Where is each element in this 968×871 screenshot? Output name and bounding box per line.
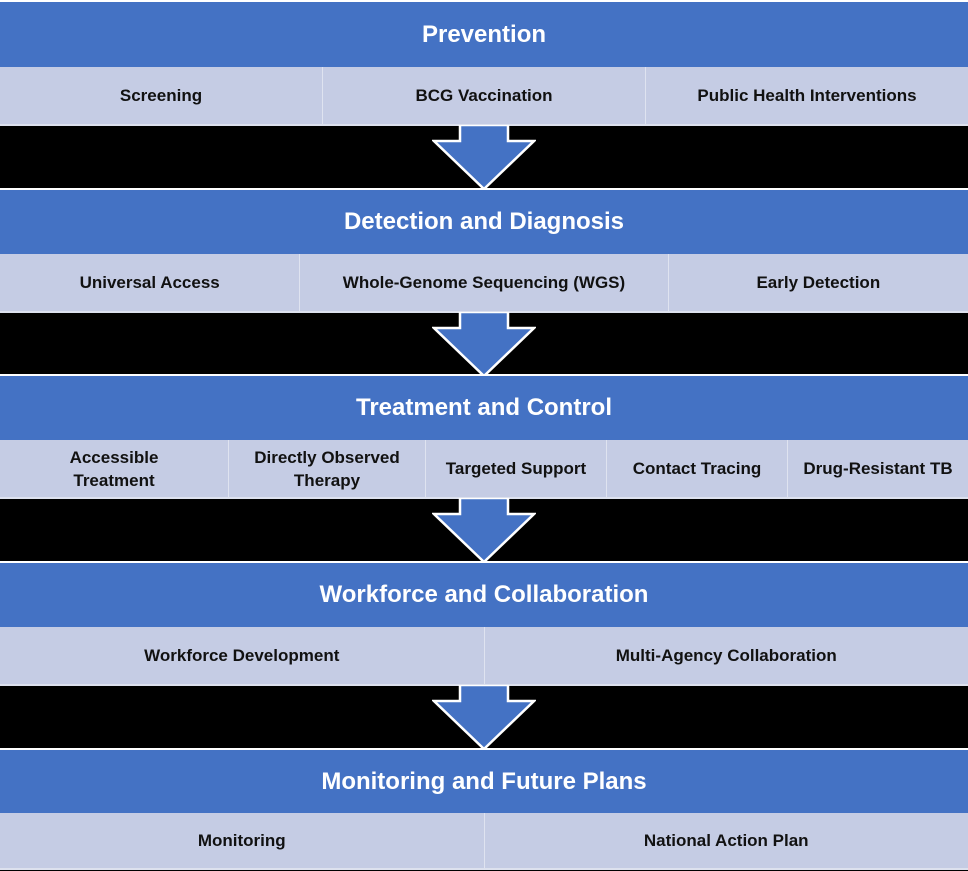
stage-item: Early Detection: [667, 254, 968, 311]
stage-items-prevention: Screening BCG Vaccination Public Health …: [0, 67, 968, 126]
down-arrow-icon: [432, 312, 536, 378]
stage-items-treatment: Accessible Treatment Directly Observed T…: [0, 440, 968, 499]
stage-title: Monitoring and Future Plans: [321, 767, 647, 795]
stage-item: Drug-Resistant TB: [787, 440, 968, 497]
stage-item: Universal Access: [79, 273, 220, 292]
stage-header-prevention: Prevention: [0, 0, 968, 67]
down-arrow-icon: [432, 125, 536, 191]
stage-title: Workforce and Collaboration: [319, 581, 649, 608]
stage-item: Public Health Interventions: [645, 67, 968, 124]
down-arrow-icon: [432, 685, 536, 751]
down-arrow-icon: [432, 498, 536, 564]
stage-title: Treatment and Control: [355, 394, 613, 421]
stage-header-workforce: Workforce and Collaboration: [0, 561, 968, 627]
stage-item: BCG Vaccination: [322, 67, 645, 124]
stage-header-treatment: Treatment and Control: [0, 374, 968, 440]
stage-item: Whole-Genome Sequencing (WGS): [299, 254, 667, 311]
stage-item: Multi-Agency Collaboration: [483, 627, 968, 684]
stage-item: Contact Tracing: [606, 440, 787, 497]
stage-item: Directly Observed Therapy: [228, 440, 425, 497]
stage-item: Targeted Support: [425, 440, 606, 497]
stage-item: Accessible Treatment: [69, 447, 159, 490]
stage-item: Monitoring: [197, 831, 286, 850]
stage-item: Workforce Development: [144, 646, 340, 665]
stage-items-workforce: Workforce Development Multi-Agency Colla…: [0, 627, 968, 686]
stage-title: Prevention: [421, 20, 547, 48]
stage-header-monitoring: Monitoring and Future Plans: [0, 748, 968, 813]
stage-items-monitoring: Monitoring National Action Plan: [0, 813, 968, 870]
stage-header-detection: Detection and Diagnosis: [0, 188, 968, 254]
stage-item: Screening: [119, 86, 203, 105]
stage-item: National Action Plan: [483, 813, 968, 868]
stage-items-detection: Universal Access Whole-Genome Sequencing…: [0, 254, 968, 313]
stage-title: Detection and Diagnosis: [343, 208, 625, 235]
